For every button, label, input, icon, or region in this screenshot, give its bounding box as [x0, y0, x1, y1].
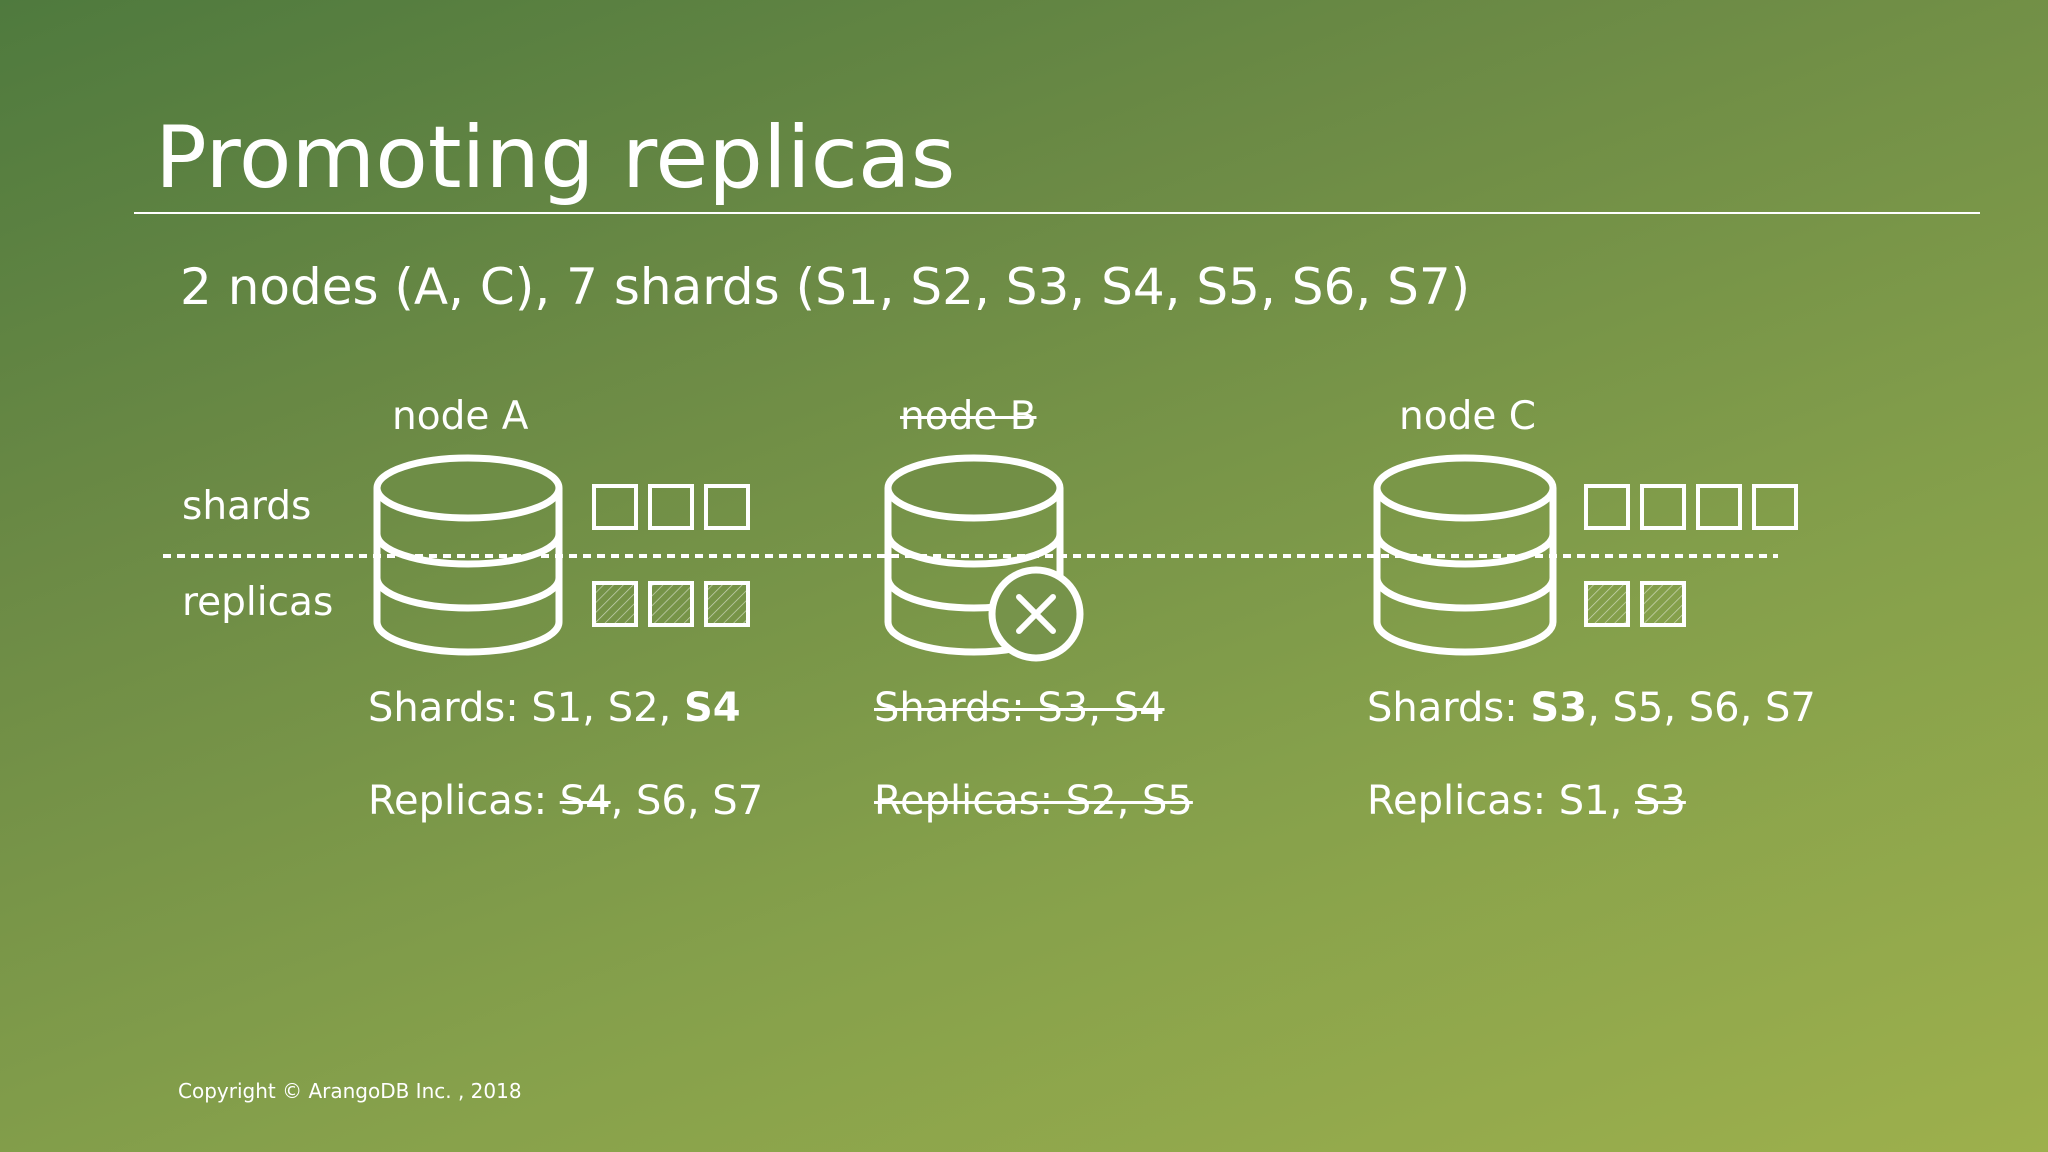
node-a-replica-squares: [592, 581, 750, 627]
node-c-shard-squares: [1584, 484, 1798, 530]
database-icon: [373, 454, 563, 656]
node-a-replicas-text: Replicas: S4, S6, S7: [368, 778, 764, 824]
promoted-shard: S3: [1530, 685, 1588, 731]
slide-title: Promoting replicas: [155, 108, 956, 208]
shard-square-icon: [704, 484, 750, 530]
title-divider: [134, 212, 1980, 214]
shard-square-icon: [1696, 484, 1742, 530]
shards-row-label: shards: [182, 484, 312, 529]
shard-square-icon: [1752, 484, 1798, 530]
replicas-row-label: replicas: [182, 580, 334, 625]
node-c-replicas-text: Replicas: S1, S3: [1367, 778, 1686, 824]
node-c-label: node C: [1399, 394, 1536, 439]
x-circle-icon: [988, 566, 1084, 662]
node-c-replica-squares: [1584, 581, 1686, 627]
removed-replica: S3: [1635, 778, 1686, 824]
slide-subtitle: 2 nodes (A, C), 7 shards (S1, S2, S3, S4…: [180, 258, 1471, 316]
replica-hatched-square-icon: [704, 581, 750, 627]
replica-hatched-square-icon: [592, 581, 638, 627]
shard-square-icon: [648, 484, 694, 530]
copyright-footer: Copyright © ArangoDB Inc. , 2018: [178, 1079, 522, 1103]
shard-square-icon: [592, 484, 638, 530]
node-b-replicas-text: Replicas: S2, S5: [874, 778, 1193, 824]
promoted-shard: S4: [683, 685, 741, 731]
replica-hatched-square-icon: [1640, 581, 1686, 627]
node-a-shards-text: Shards: S1, S2, S4: [368, 685, 741, 731]
shard-square-icon: [1584, 484, 1630, 530]
node-b-label: node B: [900, 394, 1037, 439]
node-b-shards-text: Shards: S3, S4: [874, 685, 1165, 731]
replica-hatched-square-icon: [648, 581, 694, 627]
database-icon: [1373, 454, 1557, 656]
node-a-label: node A: [392, 394, 529, 439]
shard-square-icon: [1640, 484, 1686, 530]
node-c-shards-text: Shards: S3, S5, S6, S7: [1367, 685, 1816, 731]
removed-replica: S4: [559, 778, 611, 824]
replica-hatched-square-icon: [1584, 581, 1630, 627]
node-a-shard-squares: [592, 484, 750, 530]
